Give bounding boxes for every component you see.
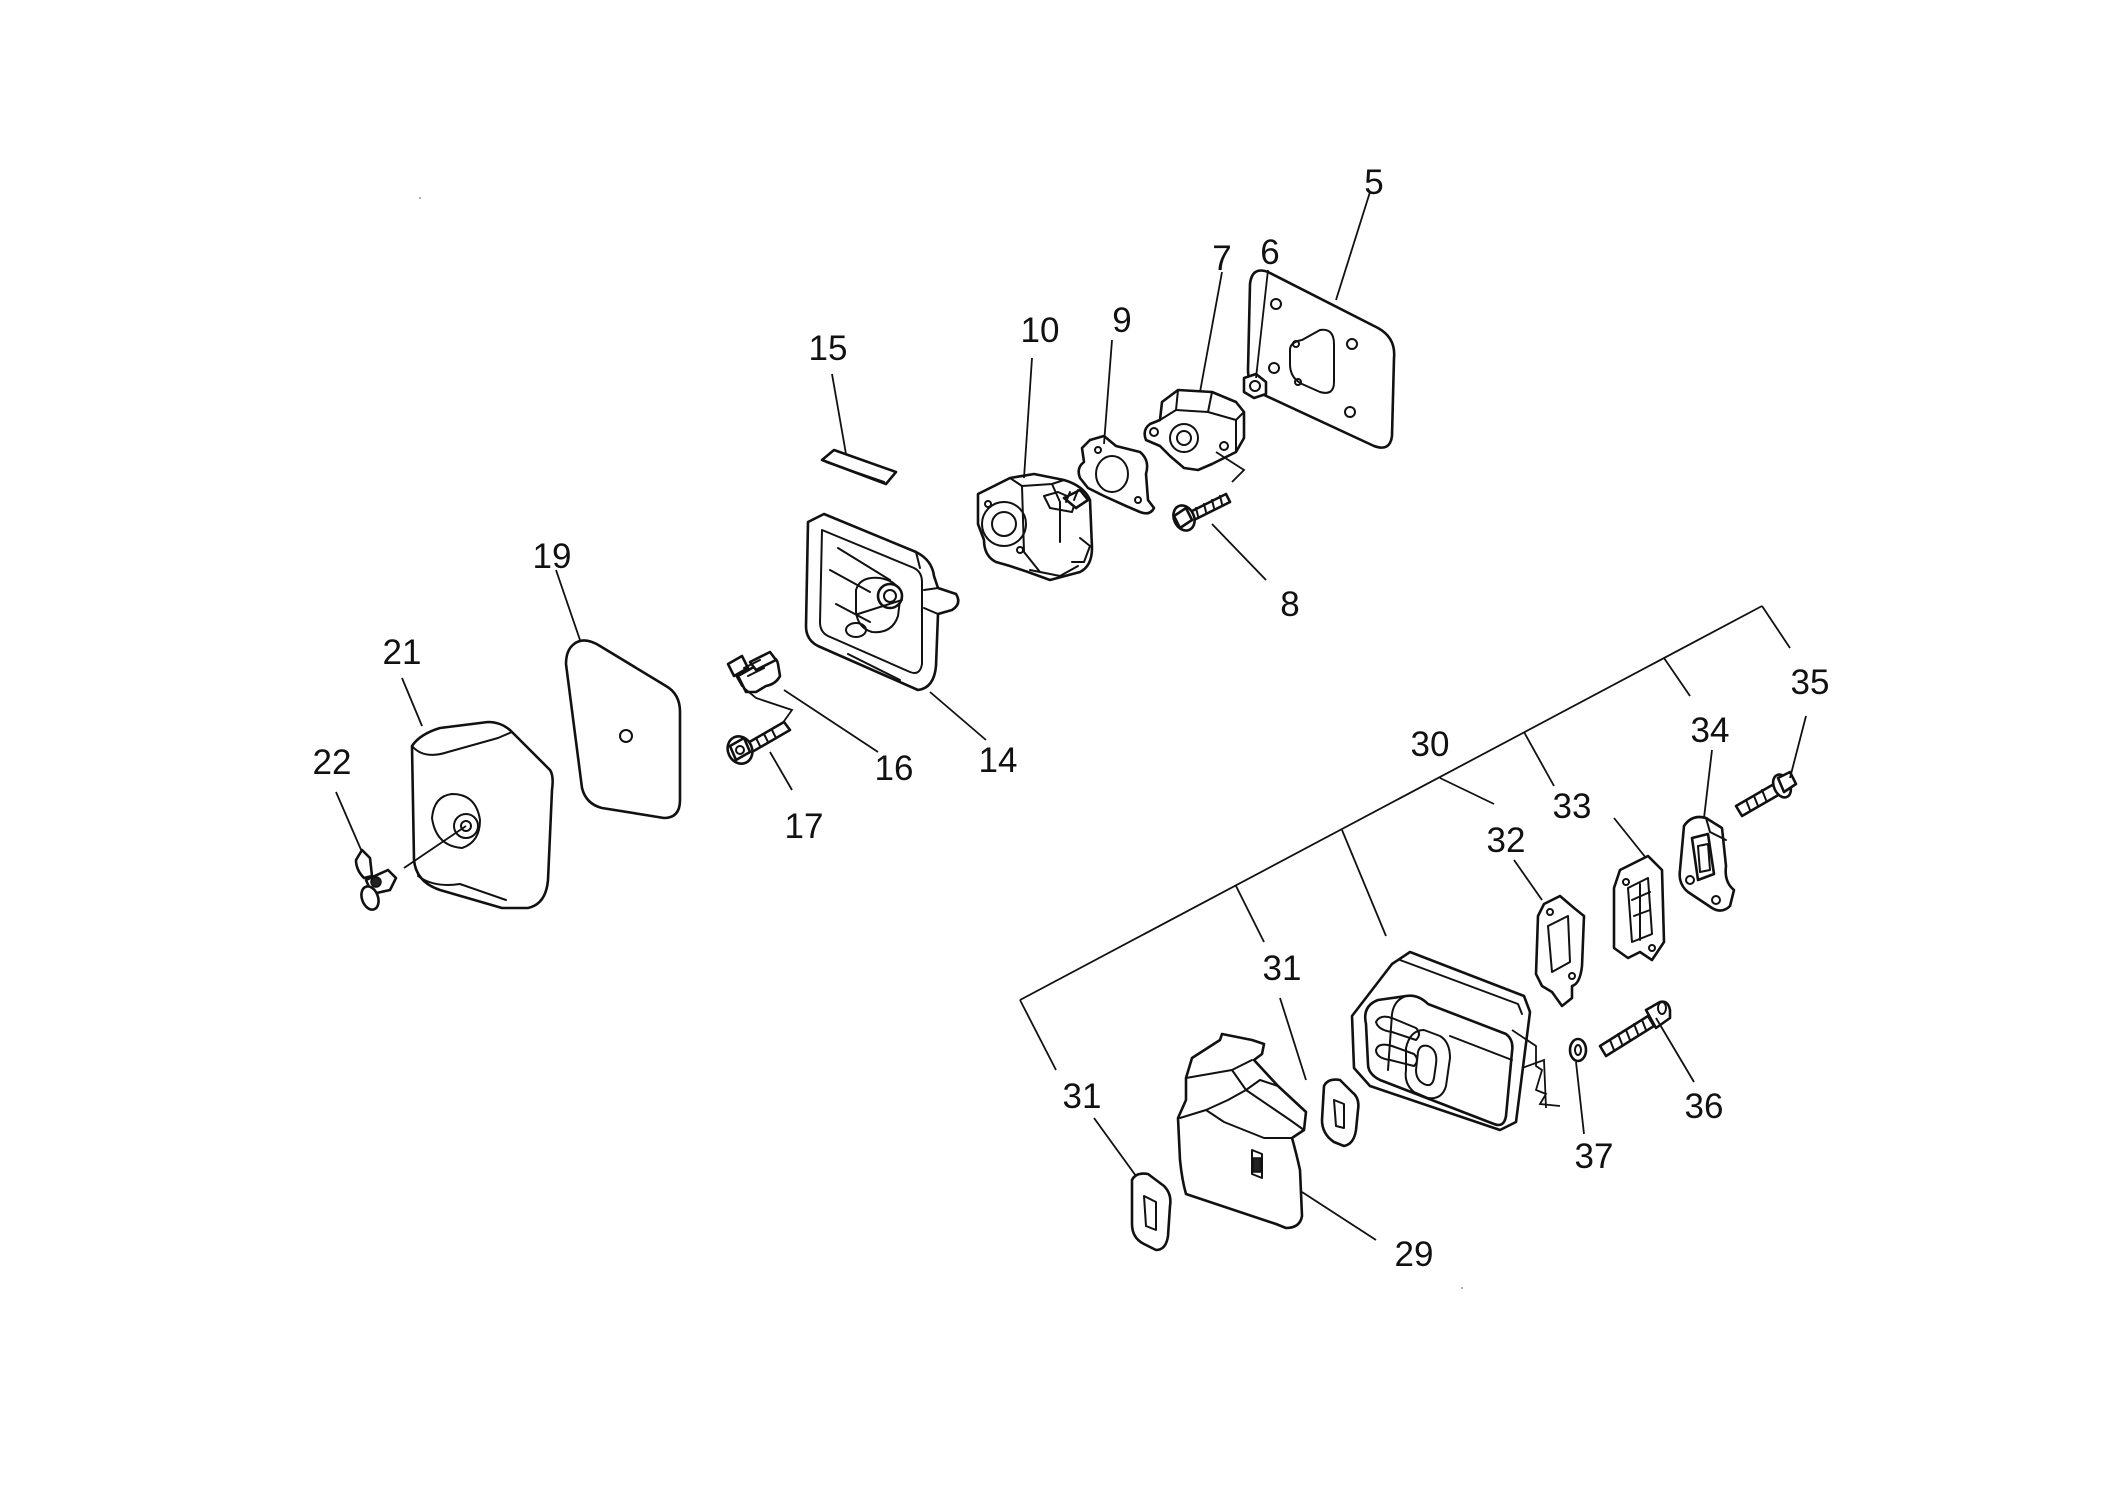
part-31-gasket-upper-icon bbox=[1320, 1078, 1360, 1148]
label-part-22: 22 bbox=[313, 743, 352, 782]
label-part-37: 37 bbox=[1575, 1137, 1614, 1176]
label-part-31-lower: 31 bbox=[1063, 1077, 1102, 1116]
leader-lines bbox=[335, 191, 1807, 1241]
part-37-washer-icon bbox=[1568, 1037, 1588, 1063]
label-part-34: 34 bbox=[1691, 711, 1730, 750]
part-17-bolt-icon bbox=[726, 720, 792, 765]
label-part-35: 35 bbox=[1791, 663, 1830, 702]
part-29-muffler-cover-icon bbox=[1176, 1032, 1308, 1230]
part-34-muffler-plate-icon bbox=[1678, 815, 1736, 912]
part-31-gasket-lower-icon bbox=[1130, 1172, 1172, 1252]
label-part-8: 8 bbox=[1280, 585, 1299, 624]
label-part-36: 36 bbox=[1685, 1087, 1724, 1126]
part-36-bolt-icon bbox=[1598, 1000, 1672, 1058]
part-9-gasket-icon bbox=[1077, 434, 1156, 515]
label-part-17: 17 bbox=[785, 807, 824, 846]
part-32-gasket-icon bbox=[1534, 894, 1586, 1008]
label-part-33: 33 bbox=[1553, 787, 1592, 826]
label-part-32: 32 bbox=[1487, 821, 1526, 860]
label-part-30: 30 bbox=[1411, 725, 1450, 764]
part-labels: 5 6 7 8 9 10 15 14 16 17 19 21 22 30 35 … bbox=[313, 163, 1830, 1274]
part-35-bolt-icon bbox=[1734, 770, 1798, 818]
part-10-carburetor-icon bbox=[976, 472, 1094, 582]
label-part-31-upper: 31 bbox=[1263, 949, 1302, 988]
part-5-plate-icon bbox=[1246, 269, 1396, 449]
label-part-7: 7 bbox=[1212, 239, 1231, 278]
label-part-16: 16 bbox=[875, 749, 914, 788]
label-part-15: 15 bbox=[809, 329, 848, 368]
part-7-insulator-icon bbox=[1143, 388, 1246, 472]
part-21-air-cleaner-cover-icon bbox=[403, 720, 554, 910]
part-19-air-filter-element-icon bbox=[564, 639, 682, 820]
speck-mark bbox=[1461, 1287, 1463, 1289]
label-part-21: 21 bbox=[383, 633, 422, 672]
label-part-10: 10 bbox=[1021, 311, 1060, 350]
label-part-14: 14 bbox=[979, 741, 1018, 780]
part-30-muffler-icon bbox=[1350, 950, 1561, 1132]
label-part-9: 9 bbox=[1112, 301, 1131, 340]
part-16-bracket-icon bbox=[726, 650, 794, 725]
label-part-19: 19 bbox=[533, 537, 572, 576]
part-8-bolt-icon bbox=[1172, 451, 1246, 532]
label-part-29: 29 bbox=[1395, 1235, 1434, 1274]
part-15-pad-icon bbox=[820, 448, 898, 486]
label-part-6: 6 bbox=[1260, 233, 1279, 272]
part-22-wing-nut-icon bbox=[354, 848, 398, 911]
part-14-air-cleaner-case-icon bbox=[804, 512, 960, 692]
label-part-5: 5 bbox=[1364, 163, 1383, 202]
speck-mark bbox=[419, 197, 421, 199]
part-33-gasket-icon bbox=[1612, 854, 1666, 962]
